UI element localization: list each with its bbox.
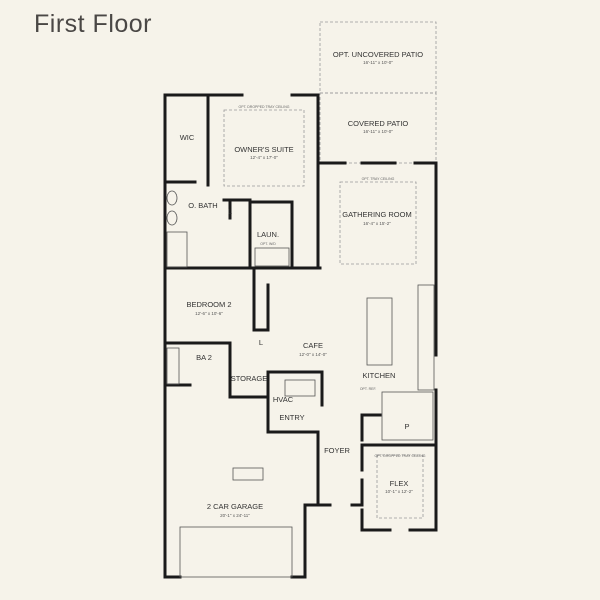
- svg-text:OPT. W/D: OPT. W/D: [260, 242, 276, 246]
- svg-text:CAFE: CAFE: [303, 341, 323, 350]
- svg-text:BEDROOM 2: BEDROOM 2: [186, 300, 231, 309]
- svg-text:OPT. TRAY CEILING: OPT. TRAY CEILING: [362, 177, 395, 181]
- shower: [166, 231, 188, 268]
- bathtub: [166, 347, 180, 385]
- kitchen-counter: [417, 284, 435, 391]
- svg-text:OPT. DROPPED TRAY CEILING: OPT. DROPPED TRAY CEILING: [375, 454, 426, 458]
- svg-text:LAUN.: LAUN.: [257, 230, 279, 239]
- svg-text:ENTRY: ENTRY: [279, 413, 304, 422]
- svg-text:COVERED PATIO: COVERED PATIO: [348, 119, 409, 128]
- svg-text:O. BATH: O. BATH: [188, 201, 217, 210]
- linen-closet-label: L: [259, 338, 263, 347]
- svg-text:FOYER: FOYER: [324, 446, 350, 455]
- svg-text:2 CAR GARAGE: 2 CAR GARAGE: [207, 502, 263, 511]
- svg-text:P: P: [404, 422, 409, 431]
- svg-text:OPT. REF.: OPT. REF.: [360, 387, 376, 391]
- svg-text:12'-4" x 17'-0": 12'-4" x 17'-0": [250, 155, 278, 160]
- svg-text:BA 2: BA 2: [196, 353, 212, 362]
- svg-text:KITCHEN: KITCHEN: [363, 371, 396, 380]
- svg-text:12'-6" x 10'-6": 12'-6" x 10'-6": [195, 311, 223, 316]
- room-label: OPT. UNCOVERED PATIO: [333, 50, 423, 59]
- washer-dryer: [254, 247, 290, 267]
- walls: [163, 93, 438, 579]
- hvac-unit: [284, 379, 316, 397]
- covered-patio-outline: [319, 92, 437, 164]
- svg-text:WIC: WIC: [180, 133, 195, 142]
- garage-door: [179, 526, 293, 578]
- svg-text:10'-1" x 12'-2": 10'-1" x 12'-2": [385, 489, 413, 494]
- svg-text:FLEX: FLEX: [390, 479, 409, 488]
- pantry: [381, 391, 434, 441]
- svg-text:16'-11" x 10'-0": 16'-11" x 10'-0": [363, 60, 393, 65]
- svg-text:HVAC: HVAC: [273, 395, 294, 404]
- linen-closet-label: L: [228, 207, 232, 216]
- svg-text:STORAGE: STORAGE: [231, 374, 268, 383]
- sink: [166, 210, 178, 226]
- svg-text:OPT. DROPPED TRAY CEILING: OPT. DROPPED TRAY CEILING: [239, 105, 290, 109]
- svg-text:16'-11" x 10'-0": 16'-11" x 10'-0": [363, 129, 393, 134]
- svg-text:12'-0" x 14'-0": 12'-0" x 14'-0": [299, 352, 327, 357]
- attic-access: [232, 467, 264, 481]
- svg-text:OWNER'S SUITE: OWNER'S SUITE: [234, 145, 293, 154]
- svg-text:20'-1" x 24'-11": 20'-1" x 24'-11": [220, 513, 250, 518]
- kitchen-island: [366, 297, 393, 366]
- svg-text:16'-4" x 15'-2": 16'-4" x 15'-2": [363, 221, 391, 226]
- page-title: First Floor: [34, 10, 152, 38]
- svg-text:GATHERING ROOM: GATHERING ROOM: [342, 210, 411, 219]
- sink: [166, 190, 178, 206]
